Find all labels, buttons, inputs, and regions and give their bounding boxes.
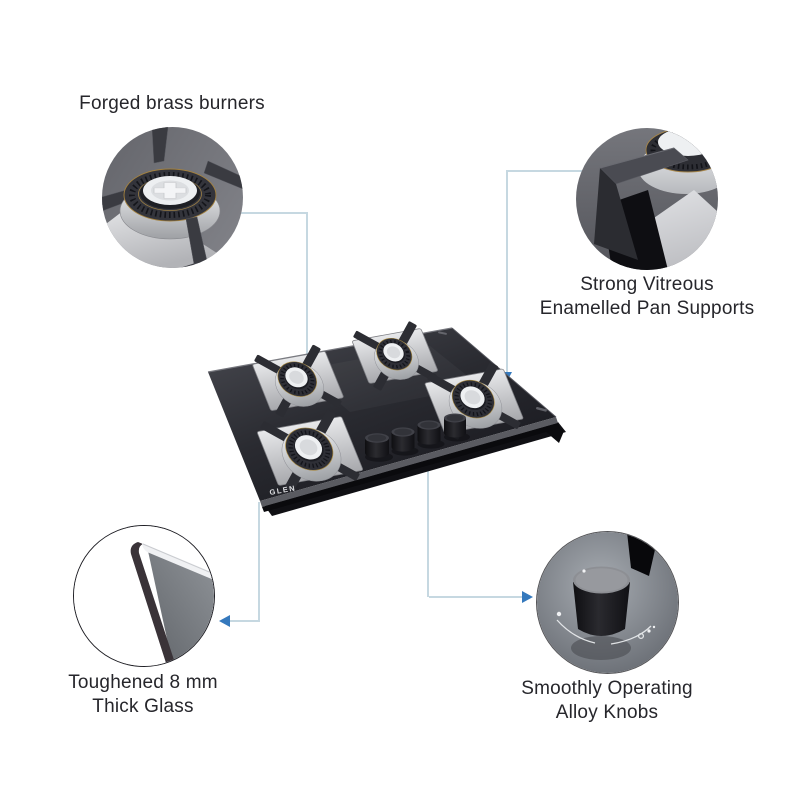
hob-front-bevel xyxy=(260,417,558,507)
label-text: Forged brass burners xyxy=(79,93,265,114)
label-line-2: Thick Glass xyxy=(92,695,194,717)
callout-image-burner-closeup xyxy=(102,127,243,268)
knob xyxy=(391,427,419,456)
connector-bottom-right-horizontal xyxy=(429,596,522,598)
callout-label-forged-brass-burners: Forged brass burners xyxy=(22,92,322,116)
connector-top-right-horizontal xyxy=(507,170,582,172)
connector-bottom-left-horizontal xyxy=(230,620,260,622)
knob xyxy=(444,413,470,442)
connector-top-left-horizontal xyxy=(240,212,308,214)
hob-corner-markings xyxy=(438,331,547,412)
pan-support-illustration xyxy=(576,128,718,270)
burner-closeup-illustration xyxy=(102,127,243,268)
connector-top-left-vertical xyxy=(306,212,308,424)
callout-image-glass-edge-closeup xyxy=(73,525,215,667)
connector-top-right-vertical xyxy=(506,170,508,372)
burner-back-middle xyxy=(352,321,438,391)
callout-label-pan-supports: Strong Vitreous Enamelled Pan Supports xyxy=(497,273,797,320)
right-arrow-icon xyxy=(522,591,533,603)
label-line-2: Alloy Knobs xyxy=(555,701,659,723)
knob xyxy=(417,420,445,449)
burner-back-left xyxy=(252,344,344,418)
left-arrow-icon xyxy=(219,615,230,627)
label-line-1: Smoothly Operating xyxy=(521,678,693,699)
callout-label-toughened-glass: Toughened 8 mm Thick Glass xyxy=(0,671,286,718)
connector-bottom-left-vertical xyxy=(258,502,260,622)
knob xyxy=(365,433,393,462)
glass-edge-illustration xyxy=(74,526,214,666)
knob-illustration xyxy=(537,532,678,673)
callout-label-alloy-knobs: Smoothly Operating Alloy Knobs xyxy=(457,677,757,724)
product-image-gas-hob: GLEN xyxy=(207,321,566,516)
callout-image-pan-support-closeup xyxy=(576,128,718,270)
callout-image-knob-closeup xyxy=(536,531,679,674)
hob-knobs xyxy=(365,413,470,462)
label-line-1: Strong Vitreous xyxy=(580,274,714,295)
burner-front-left xyxy=(257,410,363,492)
connector-bottom-right-vertical xyxy=(427,441,429,597)
label-line-2: Enamelled Pan Supports xyxy=(539,297,755,319)
label-line-1: Toughened 8 mm xyxy=(68,672,218,693)
